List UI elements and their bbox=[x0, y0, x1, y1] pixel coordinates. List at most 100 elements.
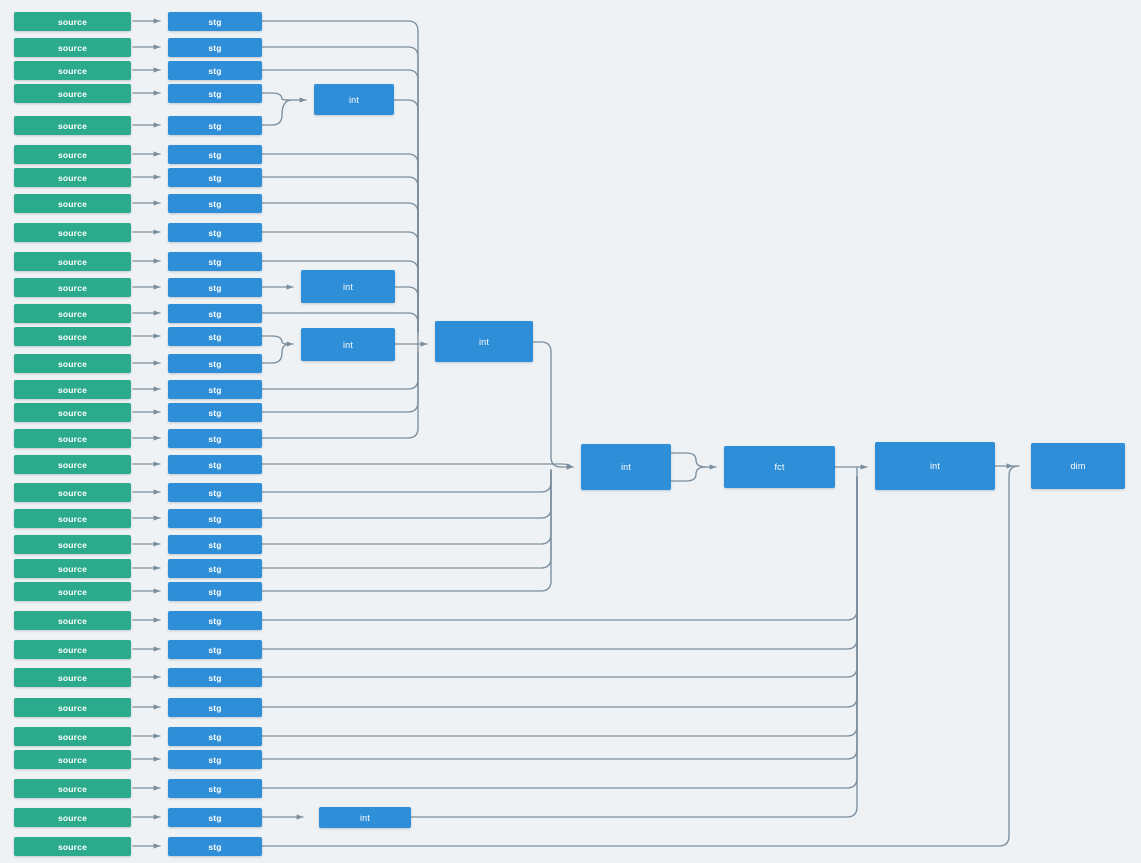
node-stg-stg27[interactable]: stg bbox=[168, 727, 262, 746]
node-dim-dim_a[interactable]: dim bbox=[1031, 443, 1125, 489]
node-source-src31[interactable]: source bbox=[14, 837, 131, 856]
node-stg-stg30[interactable]: stg bbox=[168, 808, 262, 827]
node-source-src1[interactable]: source bbox=[14, 38, 131, 57]
node-stg-stg12[interactable]: stg bbox=[168, 327, 262, 346]
node-label: source bbox=[57, 16, 88, 27]
node-stg-stg29[interactable]: stg bbox=[168, 779, 262, 798]
node-stg-stg28[interactable]: stg bbox=[168, 750, 262, 769]
node-source-src11[interactable]: source bbox=[14, 304, 131, 323]
node-source-src10[interactable]: source bbox=[14, 278, 131, 297]
node-stg-stg24[interactable]: stg bbox=[168, 640, 262, 659]
node-stg-stg13[interactable]: stg bbox=[168, 354, 262, 373]
node-source-src25[interactable]: source bbox=[14, 668, 131, 687]
node-label: stg bbox=[208, 644, 222, 655]
node-label: stg bbox=[208, 42, 222, 53]
node-source-src4[interactable]: source bbox=[14, 116, 131, 135]
node-source-src26[interactable]: source bbox=[14, 698, 131, 717]
node-source-src18[interactable]: source bbox=[14, 483, 131, 502]
node-int-int_e[interactable]: int bbox=[581, 444, 671, 490]
node-int-int_c[interactable]: int bbox=[301, 328, 395, 361]
node-source-src3[interactable]: source bbox=[14, 84, 131, 103]
node-stg-stg5[interactable]: stg bbox=[168, 145, 262, 164]
node-stg-stg25[interactable]: stg bbox=[168, 668, 262, 687]
node-source-src24[interactable]: source bbox=[14, 640, 131, 659]
node-source-src6[interactable]: source bbox=[14, 168, 131, 187]
node-source-src17[interactable]: source bbox=[14, 455, 131, 474]
node-label: int bbox=[929, 461, 941, 471]
node-label: stg bbox=[208, 256, 222, 267]
node-source-src29[interactable]: source bbox=[14, 779, 131, 798]
node-source-src15[interactable]: source bbox=[14, 403, 131, 422]
node-source-src28[interactable]: source bbox=[14, 750, 131, 769]
node-label: stg bbox=[208, 308, 222, 319]
node-label: fct bbox=[774, 462, 785, 472]
node-stg-stg31[interactable]: stg bbox=[168, 837, 262, 856]
node-source-src20[interactable]: source bbox=[14, 535, 131, 554]
node-label: int bbox=[342, 281, 354, 292]
node-source-src9[interactable]: source bbox=[14, 252, 131, 271]
node-stg-stg22[interactable]: stg bbox=[168, 582, 262, 601]
node-stg-stg6[interactable]: stg bbox=[168, 168, 262, 187]
node-stg-stg8[interactable]: stg bbox=[168, 223, 262, 242]
node-stg-stg20[interactable]: stg bbox=[168, 535, 262, 554]
node-stg-stg4[interactable]: stg bbox=[168, 116, 262, 135]
node-stg-stg0[interactable]: stg bbox=[168, 12, 262, 31]
node-int-int_g[interactable]: int bbox=[319, 807, 411, 828]
node-label: stg bbox=[208, 88, 222, 99]
node-stg-stg18[interactable]: stg bbox=[168, 483, 262, 502]
node-stg-stg14[interactable]: stg bbox=[168, 380, 262, 399]
node-stg-stg3[interactable]: stg bbox=[168, 84, 262, 103]
node-label: stg bbox=[208, 198, 222, 209]
node-label: source bbox=[57, 702, 88, 713]
node-label: source bbox=[57, 783, 88, 794]
node-source-src19[interactable]: source bbox=[14, 509, 131, 528]
node-source-src7[interactable]: source bbox=[14, 194, 131, 213]
node-source-src21[interactable]: source bbox=[14, 559, 131, 578]
node-source-src12[interactable]: source bbox=[14, 327, 131, 346]
node-label: source bbox=[57, 644, 88, 655]
node-source-src2[interactable]: source bbox=[14, 61, 131, 80]
node-source-src5[interactable]: source bbox=[14, 145, 131, 164]
node-source-src13[interactable]: source bbox=[14, 354, 131, 373]
node-source-src23[interactable]: source bbox=[14, 611, 131, 630]
node-source-src30[interactable]: source bbox=[14, 808, 131, 827]
node-label: stg bbox=[208, 754, 222, 765]
node-stg-stg1[interactable]: stg bbox=[168, 38, 262, 57]
node-source-src8[interactable]: source bbox=[14, 223, 131, 242]
node-stg-stg26[interactable]: stg bbox=[168, 698, 262, 717]
node-label: stg bbox=[208, 513, 222, 524]
node-label: source bbox=[57, 65, 88, 76]
node-source-src27[interactable]: source bbox=[14, 727, 131, 746]
node-stg-stg7[interactable]: stg bbox=[168, 194, 262, 213]
node-source-src14[interactable]: source bbox=[14, 380, 131, 399]
node-int-int_f[interactable]: int bbox=[875, 442, 995, 490]
node-stg-stg21[interactable]: stg bbox=[168, 559, 262, 578]
node-stg-stg9[interactable]: stg bbox=[168, 252, 262, 271]
node-label: source bbox=[57, 256, 88, 267]
node-stg-stg10[interactable]: stg bbox=[168, 278, 262, 297]
node-source-src22[interactable]: source bbox=[14, 582, 131, 601]
node-source-src16[interactable]: source bbox=[14, 429, 131, 448]
node-label: source bbox=[57, 731, 88, 742]
node-int-int_a[interactable]: int bbox=[314, 84, 394, 115]
node-stg-stg15[interactable]: stg bbox=[168, 403, 262, 422]
node-int-int_b[interactable]: int bbox=[301, 270, 395, 303]
node-label: source bbox=[57, 120, 88, 131]
node-fct-fct_a[interactable]: fct bbox=[724, 446, 835, 488]
node-stg-stg11[interactable]: stg bbox=[168, 304, 262, 323]
node-label: source bbox=[57, 149, 88, 160]
node-label: int bbox=[620, 462, 632, 472]
node-label: source bbox=[57, 754, 88, 765]
node-stg-stg19[interactable]: stg bbox=[168, 509, 262, 528]
node-stg-stg2[interactable]: stg bbox=[168, 61, 262, 80]
node-stg-stg16[interactable]: stg bbox=[168, 429, 262, 448]
node-stg-stg23[interactable]: stg bbox=[168, 611, 262, 630]
node-source-src0[interactable]: source bbox=[14, 12, 131, 31]
node-label: source bbox=[57, 227, 88, 238]
node-stg-stg17[interactable]: stg bbox=[168, 455, 262, 474]
node-label: stg bbox=[208, 783, 222, 794]
node-int-int_d[interactable]: int bbox=[435, 321, 533, 362]
source-to-stg-edges bbox=[132, 18, 161, 849]
